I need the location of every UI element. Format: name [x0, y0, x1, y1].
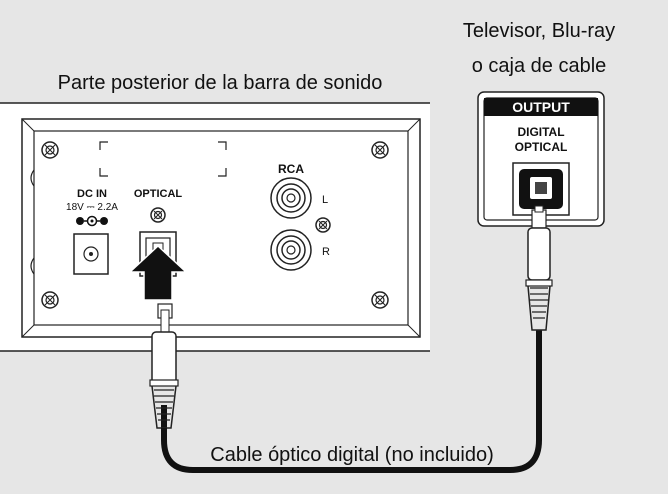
- rca-label: RCA: [278, 162, 304, 176]
- screw-icon: [371, 141, 389, 159]
- rca-right-label: R: [322, 246, 330, 258]
- output-label: OUTPUT: [512, 99, 570, 115]
- screw-icon: [41, 141, 59, 159]
- cable-label: Cable óptico digital (no incluido): [210, 444, 494, 466]
- rca-jack-icon: [270, 229, 312, 271]
- screw-icon: [150, 207, 166, 223]
- screw-icon: [371, 291, 389, 309]
- rca-jack-icon: [270, 177, 312, 219]
- source-optical-label: OPTICAL: [515, 140, 568, 154]
- arrow-up-icon: [128, 244, 188, 301]
- source-device-label-line1: Televisor, Blu-ray: [463, 20, 615, 42]
- screw-icon: [41, 291, 59, 309]
- dc-in-label: DC IN: [77, 188, 107, 200]
- dc-power-jack-icon: [73, 233, 109, 275]
- soundbar-rear-label: Parte posterior de la barra de sonido: [58, 72, 383, 94]
- digital-label: DIGITAL: [517, 125, 564, 139]
- optical-port-label: OPTICAL: [134, 188, 183, 200]
- soundbar-rear-panel: [0, 102, 430, 352]
- source-device-label-line2: o caja de cable: [472, 55, 607, 77]
- optical-cable: [149, 205, 553, 473]
- dc-rating-label: 18V ⎓ 2.2A: [66, 202, 118, 213]
- polarity-symbol-icon: [76, 215, 108, 227]
- screw-icon: [315, 217, 331, 233]
- rca-left-label: L: [322, 194, 328, 206]
